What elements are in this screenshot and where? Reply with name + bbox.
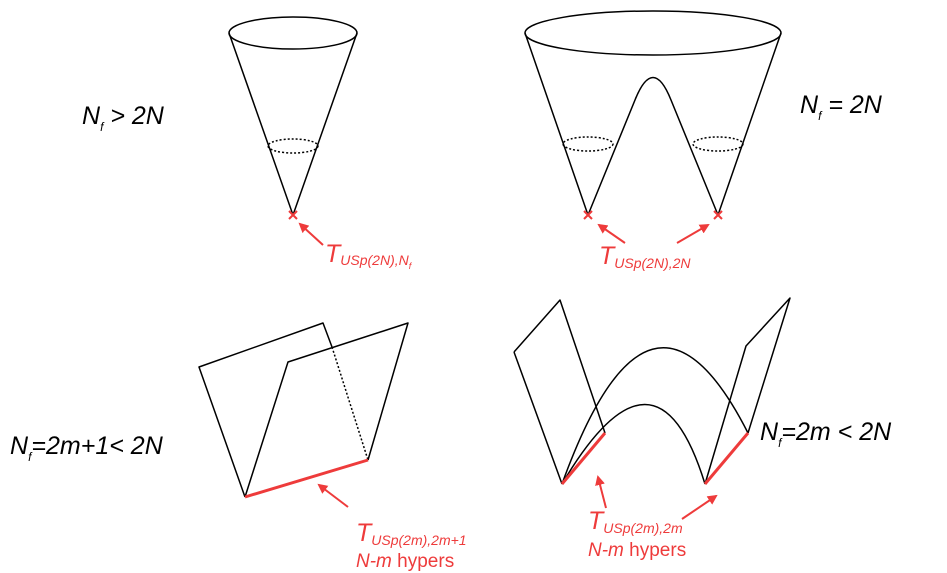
panel-top-left: Nf > 2N TUSp(2N),Nf bbox=[82, 16, 413, 271]
theory-label: TUSp(2N),Nf bbox=[325, 240, 413, 271]
nf-label: Nf=2m+1< 2N bbox=[10, 432, 164, 464]
singular-point-marker-left bbox=[583, 210, 593, 220]
hypers-label: N-m hypers bbox=[356, 551, 454, 572]
dotted-circle-right bbox=[692, 136, 744, 152]
pointer-arrow bbox=[317, 483, 349, 508]
hidden-edge bbox=[331, 346, 369, 461]
dotted-circle bbox=[267, 138, 319, 154]
singular-line bbox=[244, 458, 369, 499]
theory-label: TUSp(2m),2m bbox=[588, 507, 683, 536]
nf-label: Nf > 2N bbox=[82, 102, 165, 134]
dotted-circle-left bbox=[562, 136, 614, 152]
pointer-arrow-right bbox=[676, 223, 710, 244]
folded-surface bbox=[198, 322, 409, 498]
theory-label: TUSp(2m),2m+1 bbox=[356, 519, 467, 548]
singular-line-left bbox=[560, 432, 607, 485]
pointer-arrow-right bbox=[681, 494, 718, 520]
pointer-arrow-left bbox=[595, 475, 607, 509]
double-cone-surface bbox=[524, 10, 782, 216]
nf-label: Nf=2m < 2N bbox=[760, 418, 892, 450]
singular-point-marker-right bbox=[713, 210, 723, 220]
panel-top-right: Nf = 2N TUSp(2N),2N bbox=[524, 10, 883, 271]
arched-surface bbox=[513, 297, 791, 485]
hypers-label: N-m hypers bbox=[588, 540, 686, 561]
theory-label: TUSp(2N),2N bbox=[599, 242, 691, 271]
panel-bottom-right: Nf=2m < 2N TUSp(2m),2m N-m hypers bbox=[513, 297, 892, 561]
pointer-arrow-left bbox=[597, 223, 626, 244]
panel-bottom-left: Nf=2m+1< 2N TUSp(2m),2m+1 N-m hypers bbox=[10, 322, 467, 572]
singular-point-marker bbox=[288, 210, 298, 220]
singular-line-right bbox=[703, 432, 750, 485]
nf-label: Nf = 2N bbox=[800, 91, 883, 123]
pointer-arrow bbox=[298, 222, 324, 246]
cone-surface bbox=[228, 16, 358, 216]
